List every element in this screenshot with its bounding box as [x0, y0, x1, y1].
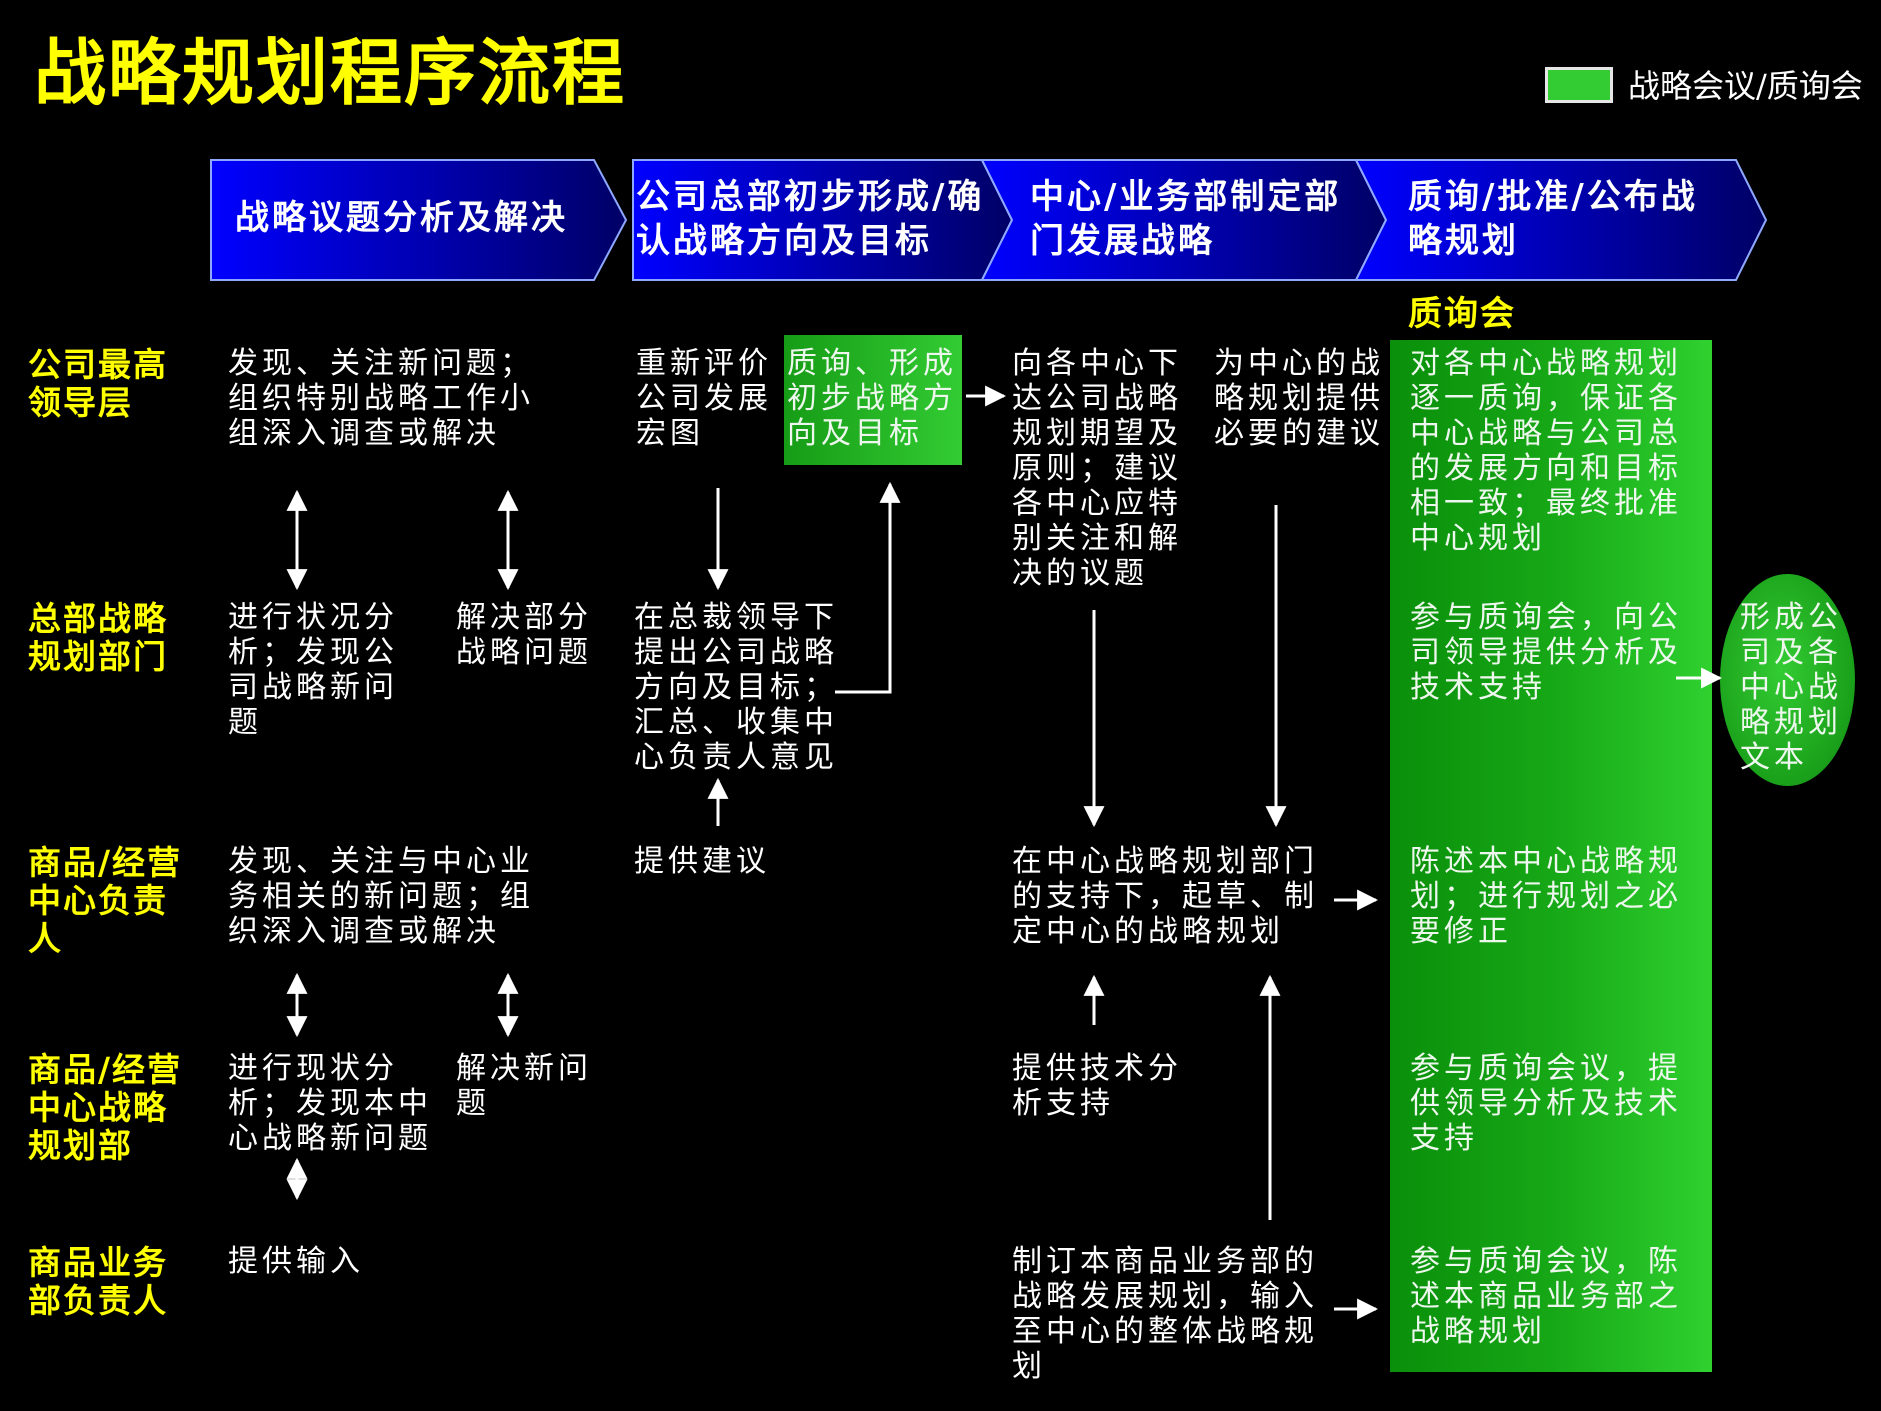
cell-r1-c3a: 向各中心下达公司战略规划期望及原则；建议各中心应特别关注和解决的议题: [1012, 346, 1182, 591]
cell-r5-c4: 参与质询会议，陈述本商品业务部之战略规划: [1410, 1244, 1682, 1349]
row-label-2: 总部战略规划部门: [28, 599, 168, 676]
cell-r3-c4: 陈述本中心战略规划；进行规划之必要修正: [1410, 844, 1682, 949]
phase-chevron-1: [210, 159, 628, 281]
outcome-ellipse: [1720, 574, 1855, 786]
cell-r4-c3: 提供技术分析支持: [1012, 1051, 1182, 1121]
phase-2-label: 公司总部初步形成/确认战略方向及目标: [636, 177, 985, 261]
meeting-column: [1390, 340, 1712, 1372]
row-label-3: 商品/经营中心负责人: [28, 843, 183, 958]
cell-r1-c3b: 为中心的战略规划提供必要的建议: [1214, 346, 1384, 451]
phase-chevron-4: [1354, 159, 1768, 281]
row-label-5: 商品业务部负责人: [28, 1243, 168, 1320]
cell-r1-c2b: 质询、形成初步战略方向及目标: [787, 346, 957, 451]
cell-r1-c2a: 重新评价公司发展宏图: [636, 346, 772, 451]
cell-r4-c4: 参与质询会议，提供领导分析及技术支持: [1410, 1051, 1682, 1156]
row-label-4: 商品/经营中心战略规划部: [28, 1050, 183, 1165]
meeting-box: [784, 335, 962, 465]
cell-r4-c1a: 进行现状分析；发现本中心战略新问题: [228, 1051, 432, 1156]
outcome-label: 形成公司及各中心战略规划文本: [1740, 600, 1842, 775]
legend-label: 战略会议/质询会: [1628, 67, 1863, 105]
arrow-r2-up: [835, 481, 901, 694]
page-title: 战略规划程序流程: [34, 31, 627, 115]
cell-r2-c1b: 解决部分战略问题: [456, 600, 592, 670]
cell-r3-c3: 在中心战略规划部门的支持下，起草、制定中心的战略规划: [1012, 844, 1318, 949]
cell-r1-c1: 发现、关注新问题；组织特别战略工作小组深入调查或解决: [228, 346, 534, 451]
cell-r5-c1: 提供输入: [228, 1244, 364, 1279]
meeting-label: 质询会: [1408, 294, 1516, 334]
cell-r5-c3: 制订本商品业务部的战略发展规划，输入至中心的整体战略规划: [1012, 1244, 1318, 1384]
cell-r1-c4: 对各中心战略规划逐一质询，保证各中心战略与公司总的发展方向和目标相一致；最终批准…: [1410, 346, 1682, 556]
phase-3-label: 中心/业务部制定部门发展战略: [1030, 177, 1342, 261]
legend-swatch: [1545, 67, 1613, 103]
cell-r2-c4: 参与质询会，向公司领导提供分析及技术支持: [1410, 600, 1682, 705]
phase-1-label: 战略议题分析及解决: [235, 198, 568, 238]
cell-r4-c1b: 解决新问题: [456, 1051, 592, 1121]
row-label-1: 公司最高领导层: [28, 345, 168, 422]
cell-r2-c2: 在总裁领导下提出公司战略方向及目标；汇总、收集中心负责人意见: [634, 600, 838, 775]
cell-r3-c2: 提供建议: [634, 844, 770, 879]
cell-r3-c1: 发现、关注与中心业务相关的新问题；组织深入调查或解决: [228, 844, 534, 949]
phase-4-label: 质询/批准/公布战略规划: [1408, 177, 1698, 261]
cell-r2-c1a: 进行状况分析；发现公司战略新问题: [228, 600, 398, 740]
